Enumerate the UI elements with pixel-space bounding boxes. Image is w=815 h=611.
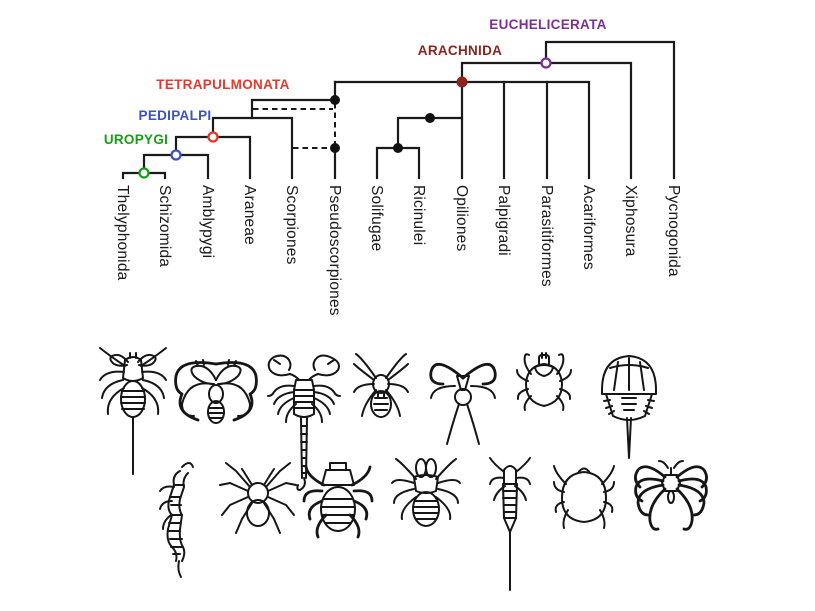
illustration-horseshoe-crab [601, 355, 657, 459]
clade-label-euchelicerata: EUCHELICERATA [489, 17, 606, 32]
taxon-label-acariformes: Acariformes [580, 185, 597, 270]
clade-label-tetrapulmonata: TETRAPULMONATA [156, 77, 289, 92]
taxon-label-schizomida: Schizomida [156, 185, 173, 267]
branch-root-pycnogonida [544, 40, 676, 180]
clade-label-pedipalpi: PEDIPALPI [139, 108, 212, 123]
taxon-label-pycnogonida: Pycnogonida [665, 185, 682, 277]
taxon-labels: Thelyphonida Schizomida Amblypygi Aranea… [114, 185, 682, 316]
taxon-label-thelyphonida: Thelyphonida [114, 185, 131, 281]
illustration-scorpion [267, 354, 341, 491]
taxon-label-ricinulei: Ricinulei [410, 185, 427, 245]
illustration-tick [516, 352, 572, 411]
node-pseudoscorpiones-lower [330, 143, 340, 153]
taxon-label-opiliones: Opiliones [453, 185, 470, 251]
dashed-alternative-branches [253, 103, 336, 149]
clade-labels: EUCHELICERATA ARACHNIDA TETRAPULMONATA P… [104, 17, 607, 147]
node-arachnida [456, 76, 468, 88]
illustration-camel-spider [391, 458, 461, 527]
taxon-label-solifugae: Solifugae [368, 185, 385, 251]
taxon-label-palpigradi: Palpigradi [495, 185, 512, 256]
node-pseudoscorpiones-upper [330, 95, 340, 105]
node-solifugae-ricinulei [393, 143, 403, 153]
branch-arachnida-backbone [333, 80, 591, 180]
illustration-mite [553, 465, 615, 529]
node-euchelicerata [540, 57, 552, 69]
illustration-micro-whip-scorpion [489, 457, 531, 591]
illustration-whip-spider [174, 359, 258, 424]
node-pedipalpi [170, 149, 182, 161]
branch-pulmonata-clade [211, 116, 294, 180]
illustration-spider [353, 353, 409, 418]
illustration-orb-weaver-spider [429, 363, 497, 445]
clade-label-arachnida: ARACHNIDA [418, 43, 502, 58]
branch-opiliones-solifugae-clade [396, 116, 464, 150]
illustration-schizomid [159, 462, 194, 578]
taxon-label-araneae: Araneae [241, 185, 258, 245]
node-uropygi [138, 167, 150, 179]
branch-pseudoscorpiones-stem [250, 80, 337, 120]
illustration-sea-spider [634, 460, 708, 531]
node-markers [138, 57, 552, 179]
taxon-label-xiphosura: Xiphosura [622, 185, 639, 257]
illustration-tarantula [219, 462, 297, 534]
taxon-label-pseudoscorpiones: Pseudoscorpiones [326, 185, 343, 316]
taxon-label-scorpiones: Scorpiones [283, 185, 300, 265]
node-opiliones-clade [425, 113, 435, 123]
illustration-ricinuleid [302, 462, 374, 539]
branch-tetrapulmonata-clade [174, 135, 252, 180]
taxon-label-amblypygi: Amblypygi [199, 185, 216, 258]
taxon-label-parasitiformes: Parasitiformes [538, 185, 555, 287]
cladogram-branches [121, 40, 676, 180]
node-tetrapulmonata [207, 131, 219, 143]
clade-label-uropygi: UROPYGI [104, 132, 168, 147]
illustration-whip-scorpion [99, 347, 167, 475]
